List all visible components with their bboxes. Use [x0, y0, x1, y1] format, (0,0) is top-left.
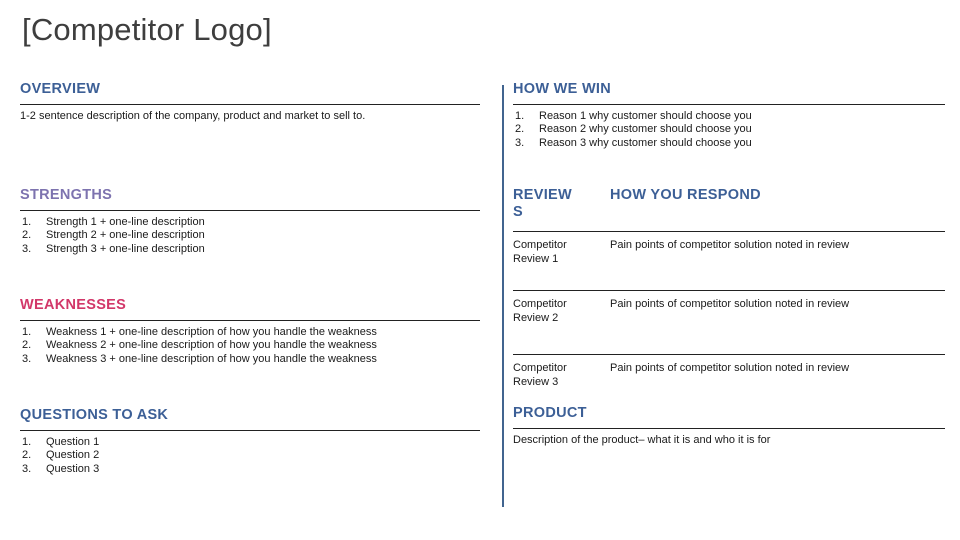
list-item: 2. Reason 2 why customer should choose yo…	[513, 123, 945, 137]
list-item-text: Reason 1 why customer should choose you	[539, 109, 752, 122]
overview-body: 1-2 sentence description of the company,…	[20, 109, 366, 122]
how-we-win-heading: HOW WE WIN	[513, 81, 945, 105]
response-cell: Pain points of competitor solution noted…	[610, 298, 850, 311]
list-item-number: 1.	[22, 215, 32, 228]
list-item-number: 3.	[22, 352, 32, 365]
list-item-number: 3.	[515, 136, 525, 149]
list-item-text: Weakness 1 + one-line description of how…	[46, 325, 377, 338]
section-product: PRODUCT Description of the product– what…	[513, 405, 945, 447]
strengths-list: 1. Strength 1 + one-line description 2. Str…	[20, 216, 480, 257]
list-item: 3. Weakness 3 + one-line description of h…	[20, 353, 480, 367]
reviews-table-body: Competitor Review 1 Pain points of compet…	[513, 232, 945, 405]
section-overview: OVERVIEW 1-2 sentence description of the…	[20, 81, 480, 123]
list-item-number: 3.	[22, 242, 32, 255]
product-body: Description of the product– what it is a…	[513, 433, 771, 446]
list-item-text: Weakness 3 + one-line description of how…	[46, 352, 377, 365]
list-item: 2. Strength 2 + one-line description	[20, 229, 480, 243]
list-item-number: 1.	[22, 435, 32, 448]
section-strengths: STRENGTHS 1. Strength 1 + one-line descri…	[20, 187, 480, 257]
list-item: 3. Question 3	[20, 463, 480, 477]
list-item-number: 2.	[515, 123, 525, 136]
review-cell: Competitor Review 3	[513, 362, 567, 389]
product-heading: PRODUCT	[513, 405, 945, 429]
list-item-number: 1.	[515, 109, 525, 122]
list-item-text: Reason 3 why customer should choose you	[539, 136, 752, 149]
list-item: 1. Weakness 1 + one-line description of h…	[20, 326, 480, 340]
section-questions-to-ask: QUESTIONS TO ASK 1. Question 1 2. Question …	[20, 407, 480, 477]
reviews-col1-heading: REVIEWS	[513, 187, 572, 220]
list-item-text: Question 1	[46, 435, 100, 448]
list-item: 1. Reason 1 why customer should choose yo…	[513, 110, 945, 124]
list-item: 2. Question 2	[20, 449, 480, 463]
page-title: [Competitor Logo]	[22, 12, 272, 47]
list-item-text: Reason 2 why customer should choose you	[539, 123, 752, 136]
reviews-table-header: REVIEWS HOW YOU RESPOND	[513, 187, 945, 233]
list-item: 3. Reason 3 why customer should choose yo…	[513, 137, 945, 151]
section-how-we-win: HOW WE WIN 1. Reason 1 why customer shoul…	[513, 81, 945, 151]
list-item: 2. Weakness 2 + one-line description of h…	[20, 339, 480, 353]
overview-heading: OVERVIEW	[20, 81, 480, 105]
list-item-number: 2.	[22, 339, 32, 352]
how-we-win-list: 1. Reason 1 why customer should choose yo…	[513, 110, 945, 151]
reviews-col2-heading: HOW YOU RESPOND	[610, 187, 761, 203]
list-item: 1. Question 1	[20, 436, 480, 450]
table-row: Competitor Review 2 Pain points of compet…	[513, 291, 945, 356]
strengths-heading: STRENGTHS	[20, 187, 480, 211]
list-item-number: 2.	[22, 229, 32, 242]
review-cell: Competitor Review 1	[513, 239, 567, 266]
list-item-number: 3.	[22, 462, 32, 475]
list-item-text: Strength 3 + one-line description	[46, 242, 205, 255]
list-item-text: Question 2	[46, 449, 100, 462]
response-cell: Pain points of competitor solution noted…	[610, 362, 850, 375]
list-item-text: Question 3	[46, 462, 100, 475]
section-weaknesses: WEAKNESSES 1. Weakness 1 + one-line descr…	[20, 297, 480, 367]
list-item: 3. Strength 3 + one-line description	[20, 243, 480, 257]
table-row: Competitor Review 1 Pain points of compet…	[513, 232, 945, 292]
response-cell: Pain points of competitor solution noted…	[610, 239, 850, 252]
questions-heading: QUESTIONS TO ASK	[20, 407, 480, 431]
section-reviews: REVIEWS HOW YOU RESPOND Competitor Revie…	[513, 187, 945, 405]
weaknesses-heading: WEAKNESSES	[20, 297, 480, 321]
column-divider-line	[502, 85, 504, 507]
list-item-text: Strength 1 + one-line description	[46, 215, 205, 228]
table-row: Competitor Review 3 Pain points of compet…	[513, 355, 945, 405]
list-item-number: 2.	[22, 449, 32, 462]
list-item-number: 1.	[22, 325, 32, 338]
weaknesses-list: 1. Weakness 1 + one-line description of h…	[20, 326, 480, 367]
review-cell: Competitor Review 2	[513, 298, 567, 325]
list-item: 1. Strength 1 + one-line description	[20, 216, 480, 230]
list-item-text: Strength 2 + one-line description	[46, 229, 205, 242]
questions-list: 1. Question 1 2. Question 2 3. Question 3	[20, 436, 480, 477]
list-item-text: Weakness 2 + one-line description of how…	[46, 339, 377, 352]
